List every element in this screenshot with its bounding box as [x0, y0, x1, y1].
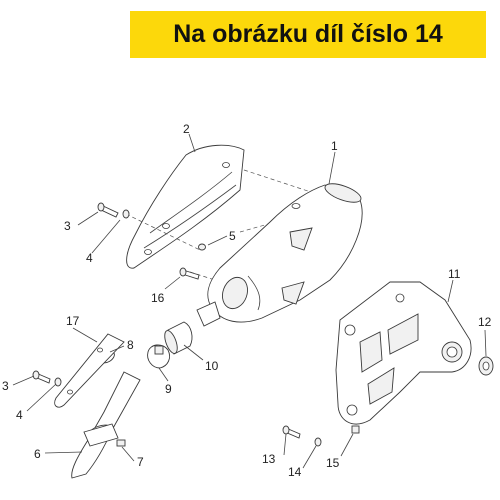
callout-3-lower: 3 — [2, 379, 9, 393]
callout-11: 11 — [448, 267, 461, 281]
callout-15: 15 — [326, 456, 340, 470]
bracket-washer-part — [478, 356, 494, 376]
callout-4-upper: 4 — [86, 251, 93, 265]
pipe-guard-hole-bottom — [67, 389, 73, 395]
bolt-3-upper — [97, 202, 119, 218]
muffler-bracket-part — [335, 281, 472, 425]
washer-4-lower — [54, 377, 62, 387]
exhaust-pipe-part — [71, 371, 141, 479]
callout-7: 7 — [137, 455, 144, 469]
callout-6: 6 — [34, 447, 41, 461]
part-title-text: Na obrázku díl číslo 14 — [173, 20, 443, 48]
part-title-banner: Na obrázku díl číslo 14 — [130, 11, 486, 58]
washer-4-upper — [122, 209, 130, 219]
callout-12: 12 — [478, 315, 492, 329]
callout-16: 16 — [151, 291, 165, 305]
callout-1: 1 — [331, 139, 338, 153]
clamp-part — [147, 344, 171, 369]
stud-7 — [116, 439, 126, 447]
muffler-part — [196, 183, 363, 327]
callout-14: 14 — [288, 465, 302, 479]
callout-13: 13 — [262, 452, 276, 466]
callout-9: 9 — [165, 382, 172, 396]
pipe-guard-part — [54, 333, 125, 408]
bolt-3-lower — [32, 370, 51, 384]
callout-2: 2 — [183, 122, 190, 136]
exhaust-sleeve-part — [164, 321, 193, 355]
nut-15 — [351, 425, 360, 434]
callout-10: 10 — [205, 359, 219, 373]
bolt-13 — [282, 425, 301, 439]
callout-5: 5 — [229, 229, 236, 243]
pipe-guard-hole-top — [97, 347, 103, 353]
callout-4-lower: 4 — [16, 408, 23, 422]
heat-shield-part — [126, 144, 245, 269]
callout-3-upper: 3 — [64, 219, 71, 233]
callout-17: 17 — [66, 314, 80, 328]
bolt-16 — [179, 267, 200, 280]
nut-5 — [198, 243, 206, 251]
washer-14 — [314, 437, 322, 447]
callout-8: 8 — [127, 338, 134, 352]
